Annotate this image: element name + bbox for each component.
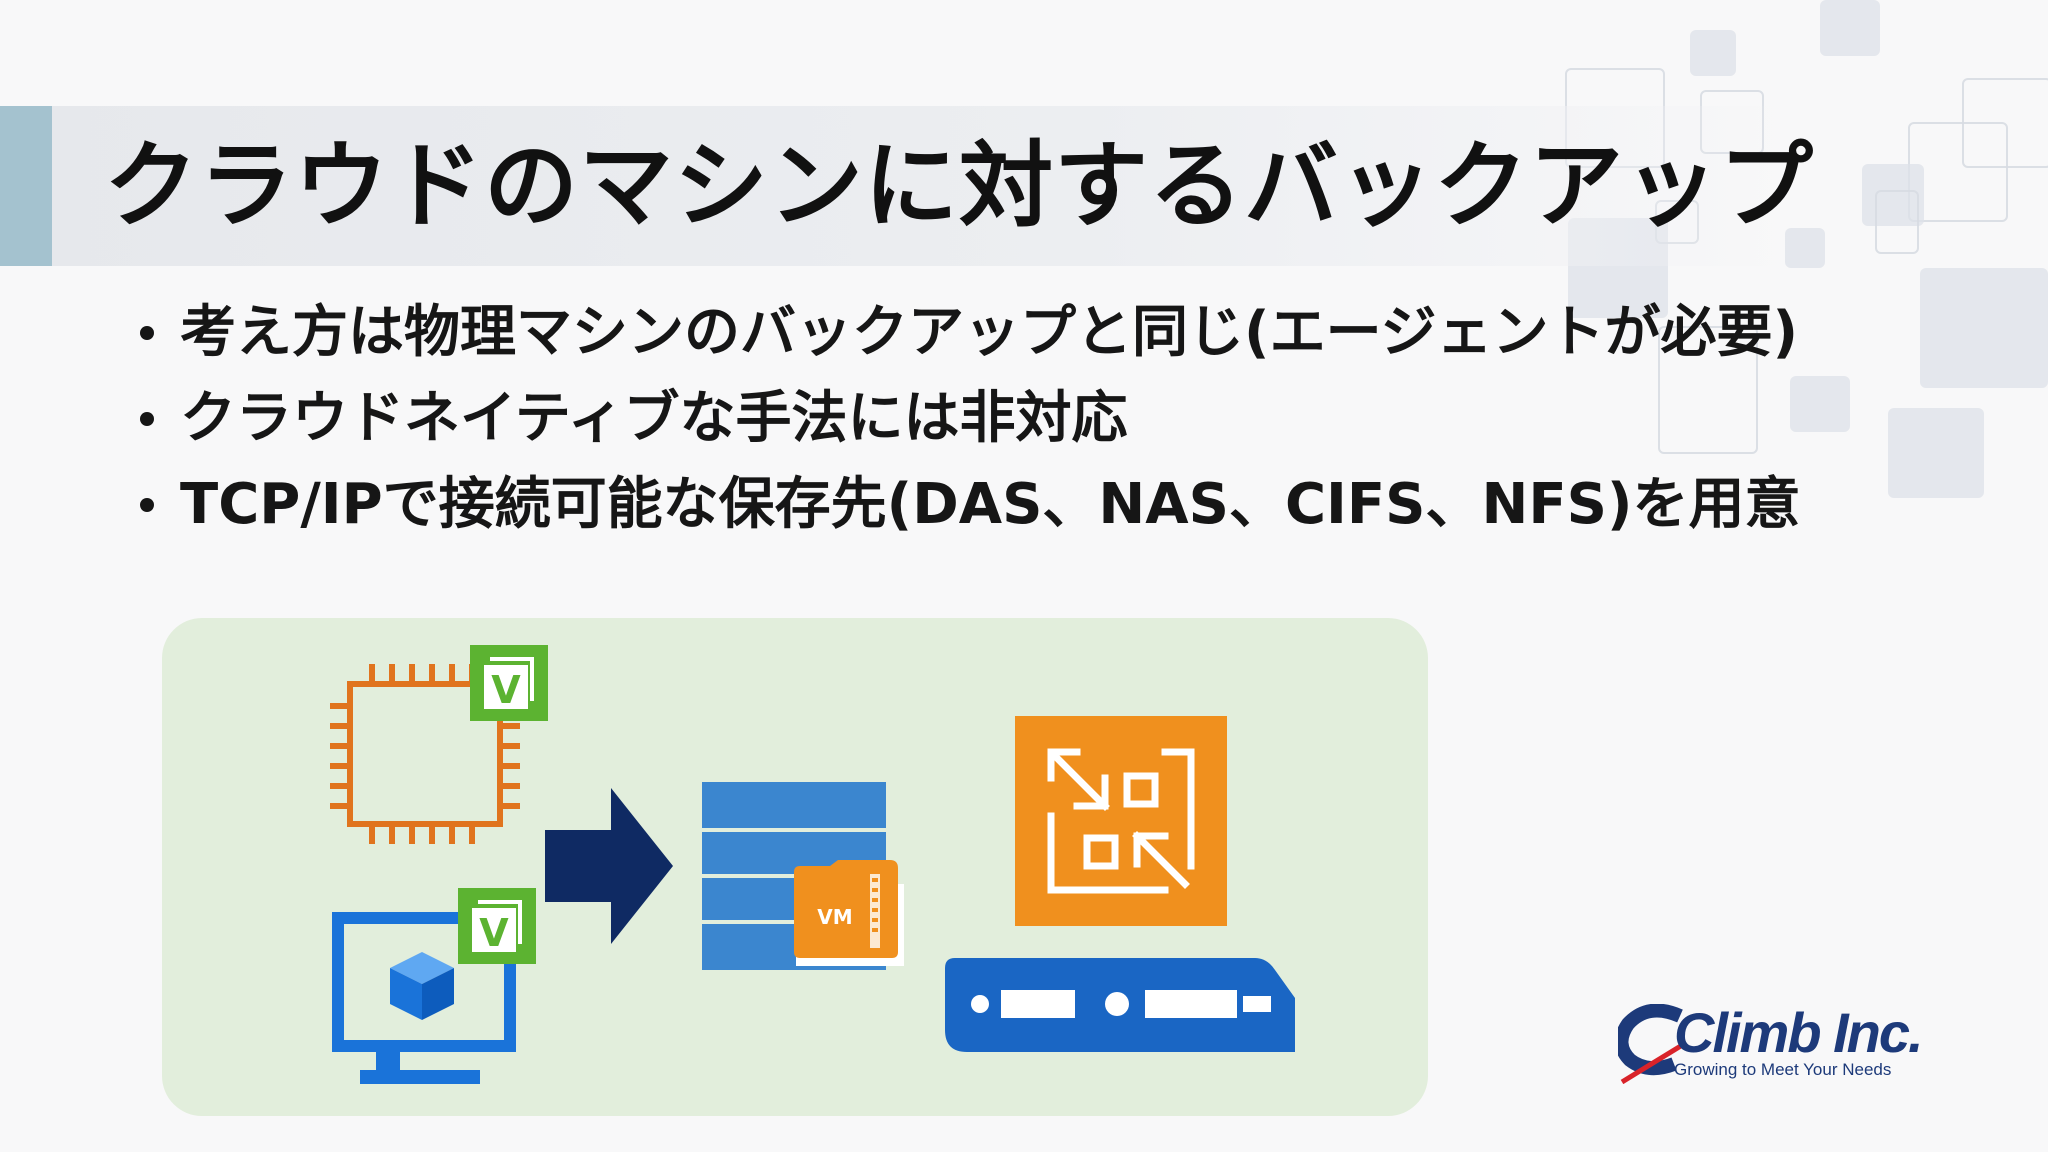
bullet-item: TCP/IPで接続可能な保存先(DAS、NAS、CIFS、NFS)を用意	[140, 462, 1801, 548]
logo-swoosh-icon	[1618, 1004, 1686, 1084]
bullet-text: 考え方は物理マシンのバックアップと同じ(エージェントが必要)	[180, 300, 1799, 365]
bullet-item: クラウドネイティブな手法には非対応	[140, 376, 1801, 462]
veeam-badge-icon: V	[458, 888, 536, 964]
company-logo: Climb Inc. Growing to Meet Your Needs	[1618, 1000, 1948, 1090]
badge-letter: V	[479, 911, 509, 955]
bullet-list: 考え方は物理マシンのバックアップと同じ(エージェントが必要) クラウドネイティブ…	[140, 290, 1801, 548]
title-accent	[0, 106, 52, 266]
vm-file-icon: VM	[794, 860, 898, 958]
arrow-right-icon	[545, 788, 673, 944]
bullet-dot	[140, 326, 154, 340]
bullet-dot	[140, 498, 154, 512]
badge-letter: V	[491, 668, 521, 712]
ec2-instance-icon	[330, 664, 520, 844]
bullet-dot	[140, 412, 154, 426]
bullet-text: クラウドネイティブな手法には非対応	[180, 386, 1128, 451]
azure-vm-icon	[332, 912, 516, 1084]
server-rack-icon	[945, 958, 1295, 1052]
slide-title: クラウドのマシンに対するバックアップ	[104, 132, 1815, 241]
proxy-appliance-icon	[1015, 716, 1227, 926]
title-bar	[0, 106, 1800, 266]
vm-label: VM	[817, 905, 852, 929]
veeam-badge-icon: V	[470, 645, 548, 721]
logo-tagline: Growing to Meet Your Needs	[1674, 1060, 1892, 1079]
bullet-text: TCP/IPで接続可能な保存先(DAS、NAS、CIFS、NFS)を用意	[180, 472, 1801, 537]
logo-name: Climb Inc.	[1674, 1001, 1924, 1064]
bullet-item: 考え方は物理マシンのバックアップと同じ(エージェントが必要)	[140, 290, 1801, 376]
